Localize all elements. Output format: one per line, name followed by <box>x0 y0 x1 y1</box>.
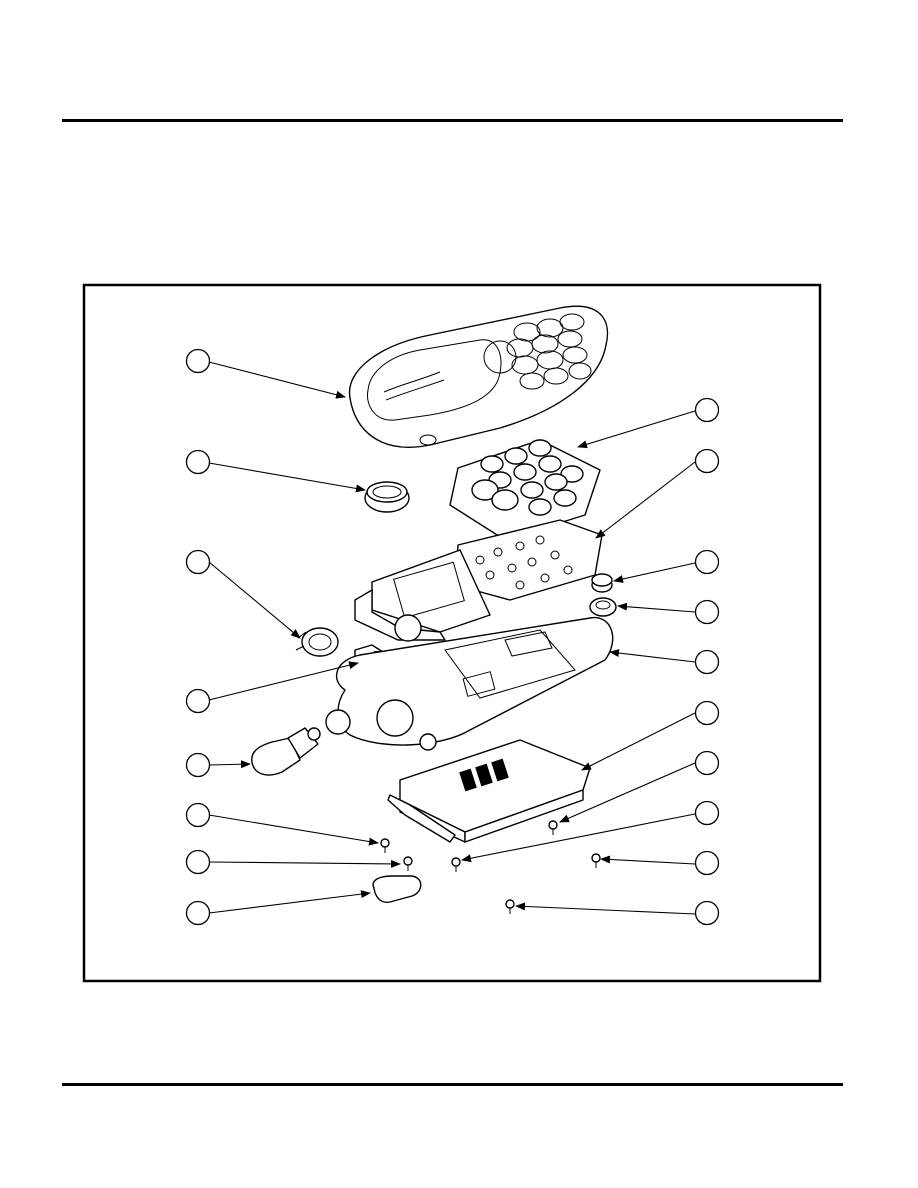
keypad <box>449 439 601 541</box>
callout-bubble <box>694 649 720 675</box>
label-pad <box>372 875 422 903</box>
callout-bubble <box>185 849 211 875</box>
battery-pack <box>387 739 591 843</box>
coin-cell <box>364 481 410 513</box>
callout-bubble <box>185 752 211 778</box>
screw <box>380 838 390 853</box>
callout-bubbles-left <box>185 348 211 926</box>
display-board <box>354 519 603 642</box>
callout-bubble <box>694 850 720 876</box>
front-housing <box>348 305 609 448</box>
callout-bubble <box>694 397 720 423</box>
callout-bubble <box>694 599 720 625</box>
footer-rule <box>62 1083 843 1086</box>
screw <box>505 899 515 914</box>
callout-bubble <box>694 800 720 826</box>
callout-bubble <box>185 802 211 828</box>
screw <box>591 853 601 868</box>
callout-bubble <box>694 750 720 776</box>
screw <box>451 857 461 872</box>
clip-spring <box>295 627 339 657</box>
leader-lines <box>208 361 696 915</box>
screw <box>548 820 558 835</box>
callout-bubble <box>694 549 720 575</box>
callout-bubble <box>185 549 211 575</box>
callout-bubble <box>185 688 211 714</box>
callout-bubble <box>185 900 211 926</box>
header-rule <box>62 119 843 122</box>
callout-bubble <box>185 348 211 374</box>
callout-bubbles-right <box>694 397 720 926</box>
callout-bubble <box>694 900 720 926</box>
callout-bubble <box>185 449 211 475</box>
callout-bubble <box>694 700 720 726</box>
earpiece-cap <box>591 573 613 593</box>
figure-frame <box>82 283 822 983</box>
callout-bubble <box>694 448 720 474</box>
earpiece-ring <box>589 597 617 617</box>
antenna <box>251 727 321 776</box>
rear-housing <box>325 617 614 751</box>
screw <box>403 856 413 871</box>
